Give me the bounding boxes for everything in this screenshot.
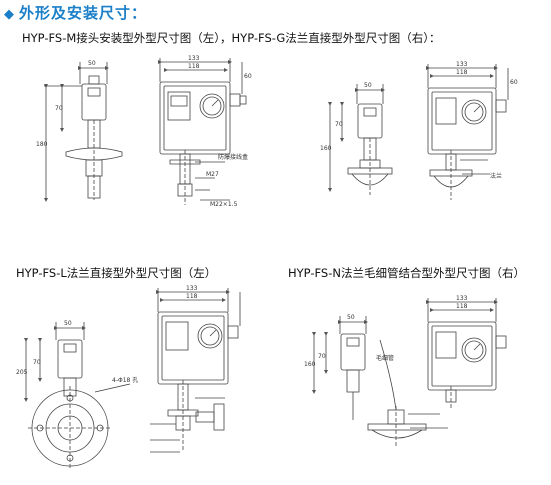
l-dim-box: 133: [186, 285, 198, 292]
m-dim-body: 70: [55, 105, 63, 112]
g-dim-width: 50: [364, 82, 372, 89]
g-dim-body: 70: [335, 121, 343, 128]
n-dim-body: 70: [318, 353, 326, 360]
m-dim-total: 180: [36, 141, 48, 148]
drawing-n-type: [312, 298, 507, 446]
drawing-g-type-labels: 50 70 160 133 118 60 法兰: [320, 61, 518, 180]
m-dim-box: 133: [188, 55, 200, 62]
n-dim-box: 133: [456, 295, 468, 302]
n-dim-total: 160: [304, 361, 316, 368]
l-dim-body: 70: [33, 359, 41, 366]
m-label-thread: M27: [206, 171, 219, 178]
l-dim-inner: 118: [186, 293, 198, 300]
m-label-side-note: M22×1.5: [210, 201, 238, 208]
n-dim-inner: 118: [456, 303, 468, 310]
l-dim-width: 50: [64, 320, 72, 327]
m-label-cable: 防爆接线盒: [218, 153, 248, 161]
drawing-l-type: [24, 288, 241, 470]
m-dim-side: 60: [244, 73, 252, 80]
drawing-n-type-labels: 50 70 160 133 118 毛细管: [304, 295, 468, 368]
n-dim-width: 50: [347, 314, 355, 321]
section-title: ◆ 外形及安装尺寸：: [4, 2, 147, 23]
caption-n-type: HYP-FS-N法兰毛细管结合型外型尺寸图（右）: [288, 266, 525, 280]
n-label-capillary: 毛细管: [376, 354, 394, 362]
g-dim-side: 60: [510, 79, 518, 86]
caption-l-type: HYP-FS-L法兰直接型外型尺寸图（左）: [16, 266, 217, 280]
caption-m-g-types: HYP-FS-M接头安装型外型尺寸图（左），HYP-FS-G法兰直接型外型尺寸图…: [22, 31, 441, 45]
drawing-l-type-labels: 50 70 205 133 118 4-Φ18 孔: [16, 285, 198, 384]
g-label-flange: 法兰: [490, 172, 502, 180]
drawing-m-type-labels: 50 70 180 133 118 60 防爆接线盒 M27 M22×1.5: [36, 55, 252, 208]
l-label-note: 4-Φ18 孔: [112, 376, 138, 384]
g-dim-total: 160: [320, 145, 332, 152]
l-dim-total: 205: [16, 369, 28, 376]
diamond-icon: ◆: [4, 7, 15, 22]
g-dim-inner: 118: [456, 69, 468, 76]
drawing-m-type: [44, 58, 247, 205]
g-dim-box: 133: [456, 61, 468, 68]
drawing-g-type: [328, 64, 509, 200]
m-dim-inner: 118: [188, 63, 200, 70]
section-title-text: 外形及安装尺寸：: [19, 4, 148, 22]
m-dim-width: 50: [88, 60, 96, 67]
